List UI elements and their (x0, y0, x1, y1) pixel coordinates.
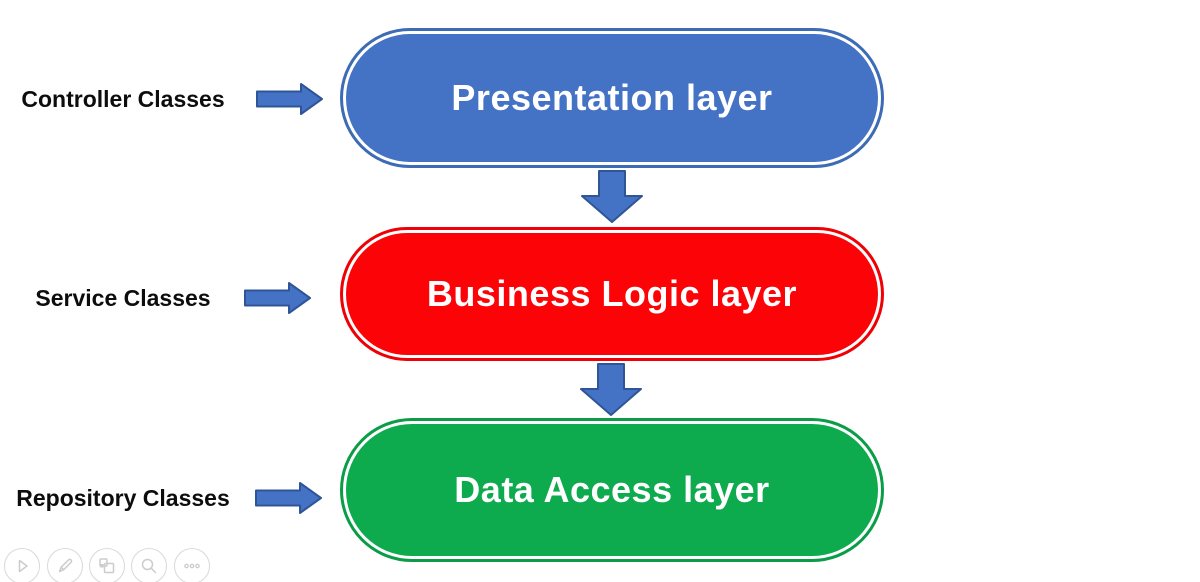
right-arrow-repository (255, 482, 322, 514)
label-service-classes: Service Classes (35, 285, 211, 311)
pen-icon (58, 558, 73, 573)
right-arrow-shape (244, 282, 311, 314)
more-options-button[interactable] (174, 548, 210, 582)
business-logic-layer-box: Business Logic layer (340, 227, 884, 361)
down-arrow-shape (580, 363, 642, 416)
label-controller-classes: Controller Classes (21, 86, 225, 112)
pen-button[interactable] (47, 548, 83, 582)
zoom-icon (141, 558, 157, 574)
slides-icon (99, 558, 115, 574)
more-options-icon (184, 563, 200, 569)
presentation-layer-box: Presentation layer (340, 28, 884, 168)
business-logic-layer-text: Business Logic layer (426, 273, 798, 314)
right-arrow-shape (256, 83, 323, 115)
play-button[interactable] (4, 548, 40, 582)
zoom-button[interactable] (131, 548, 167, 582)
right-arrow-service (244, 282, 311, 314)
down-arrow-1 (581, 170, 643, 223)
down-arrow-2 (580, 363, 642, 416)
right-arrow-shape (255, 482, 322, 514)
play-icon (18, 559, 28, 573)
label-repository-classes: Repository Classes (16, 485, 230, 511)
presentation-layer-text: Presentation layer (451, 77, 773, 118)
down-arrow-shape (581, 170, 643, 223)
slides-button[interactable] (89, 548, 125, 582)
right-arrow-controller (256, 83, 323, 115)
data-access-layer-text: Data Access layer (454, 469, 770, 510)
data-access-layer-box: Data Access layer (340, 418, 884, 562)
